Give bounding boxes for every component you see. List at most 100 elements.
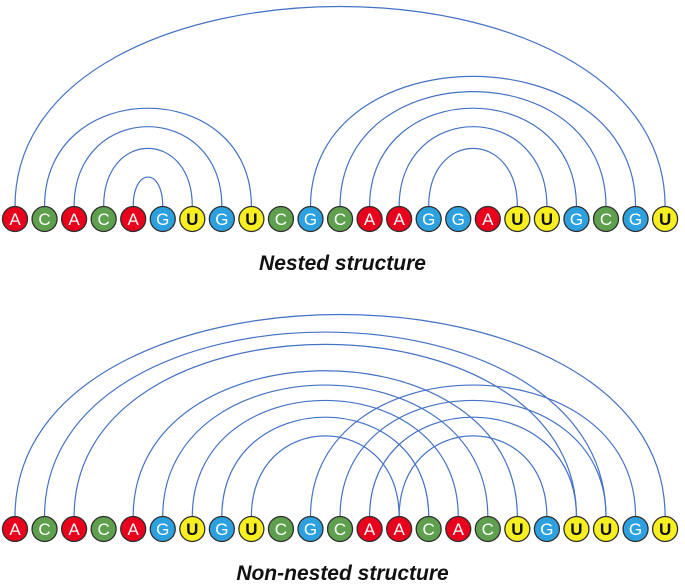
nucleotide-18-circle: [504, 515, 531, 543]
nucleotide-13-letter: A: [364, 210, 376, 229]
nucleotide-8-circle: [208, 515, 236, 543]
base-pair-arc-5-6: [132, 176, 164, 207]
base-pair-arc-4-7: [103, 147, 193, 207]
base-pair-arc-5-18: [132, 370, 518, 517]
nucleotide-17-circle: [474, 515, 501, 543]
nucleotide-3-circle: [60, 515, 88, 543]
nucleotide-11-circle: [297, 515, 324, 543]
nucleotide-22-circle: [622, 515, 649, 543]
nucleotide-22-letter: G: [629, 520, 642, 539]
base-pair-arc-12-21: [339, 399, 607, 517]
nucleotide-16-letter: G: [452, 210, 465, 229]
nucleotide-20-letter: G: [570, 210, 583, 229]
nucleotide-5-circle: [120, 515, 147, 543]
base-pair-arc-2-21: [43, 331, 607, 517]
nucleotide-18-circle: [504, 205, 531, 233]
nucleotide-3-circle: [60, 205, 88, 233]
non-nested-structure-caption: Non-nested structure: [236, 562, 449, 585]
nucleotide-15-circle: [415, 515, 442, 543]
nucleotide-23-letter: U: [659, 520, 671, 539]
nucleotide-18-letter: U: [511, 210, 523, 229]
nucleotide-21-circle: [592, 515, 620, 543]
base-pair-arc-11-22: [309, 75, 637, 207]
nucleotide-13-circle: [356, 205, 383, 233]
nucleotide-9-letter: U: [245, 210, 257, 229]
nucleotide-19-letter: G: [540, 520, 553, 539]
nucleotide-20-letter: U: [570, 520, 582, 539]
nucleotide-16-letter: A: [453, 520, 465, 539]
base-pair-arc-6-17: [162, 384, 489, 517]
base-pair-arc-13-20: [369, 416, 578, 517]
nucleotide-7-letter: U: [186, 520, 198, 539]
nucleotide-22-circle: [622, 205, 649, 233]
base-pair-arc-14-19: [398, 435, 548, 517]
nucleotide-5-circle: [120, 205, 147, 233]
nucleotide-15-letter: G: [422, 210, 435, 229]
nucleotide-12-circle: [326, 515, 354, 543]
nucleotide-13-circle: [356, 515, 383, 543]
nucleotide-20-circle: [563, 515, 590, 543]
nucleotide-9-circle: [238, 515, 265, 543]
nucleotide-4-letter: C: [98, 520, 110, 539]
nucleotide-6-letter: G: [156, 520, 169, 539]
nucleotide-22-letter: G: [629, 210, 642, 229]
nested-structure-caption: Nested structure: [259, 252, 426, 275]
nucleotide-15-letter: C: [423, 520, 435, 539]
nucleotide-5-letter: A: [128, 210, 140, 229]
base-pair-arc-1-23: [14, 6, 666, 207]
base-pair-arc-3-20: [73, 343, 578, 517]
nucleotide-11-letter: G: [304, 210, 317, 229]
nucleotide-2-letter: C: [38, 520, 50, 539]
nucleotide-17-letter: C: [482, 520, 494, 539]
nucleotide-21-letter: U: [600, 520, 612, 539]
nucleotide-7-letter: U: [186, 210, 198, 229]
nucleotide-19-circle: [533, 205, 561, 233]
base-pair-arc-2-9: [43, 107, 252, 207]
nucleotide-12-letter: C: [334, 210, 346, 229]
base-pair-arc-7-16: [191, 399, 459, 517]
nucleotide-15-circle: [415, 205, 442, 233]
nucleotide-12-circle: [326, 205, 354, 233]
nucleotide-21-letter: C: [600, 210, 612, 229]
nucleotide-14-circle: [385, 515, 413, 543]
nucleotide-8-letter: G: [215, 520, 228, 539]
nucleotide-20-circle: [563, 205, 590, 233]
nucleotide-1-letter: A: [9, 210, 21, 229]
nucleotide-3-letter: A: [68, 520, 80, 539]
nucleotide-1-circle: [1, 205, 29, 233]
base-pair-arc-11-22: [309, 384, 637, 517]
nucleotide-13-letter: A: [364, 520, 376, 539]
nucleotide-16-circle: [445, 205, 472, 233]
nucleotide-2-letter: C: [38, 210, 50, 229]
nucleotide-19-circle: [533, 515, 561, 543]
nucleotide-16-circle: [445, 515, 472, 543]
nucleotide-9-letter: U: [245, 520, 257, 539]
base-pair-arc-1-23: [14, 314, 666, 517]
nucleotide-11-circle: [297, 205, 324, 233]
nucleotide-6-letter: G: [156, 210, 169, 229]
base-pair-arc-12-21: [339, 90, 607, 207]
nucleotide-6-circle: [149, 205, 176, 233]
nucleotide-19-letter: U: [541, 210, 553, 229]
nucleotide-2-circle: [31, 515, 58, 543]
nucleotide-4-circle: [90, 515, 117, 543]
nucleotide-10-letter: C: [275, 520, 287, 539]
nucleotide-10-circle: [267, 205, 295, 233]
nucleotide-8-circle: [208, 205, 236, 233]
nucleotide-7-circle: [179, 515, 206, 543]
base-pair-arc-15-18: [428, 147, 518, 207]
nucleotide-1-circle: [1, 515, 29, 543]
nucleotide-10-circle: [267, 515, 295, 543]
nucleotide-23-circle: [651, 515, 679, 543]
base-pair-arc-13-20: [369, 107, 578, 207]
nucleotide-14-letter: A: [393, 520, 405, 539]
nucleotide-4-circle: [90, 205, 117, 233]
nucleotide-23-circle: [651, 205, 679, 233]
nucleotide-6-circle: [149, 515, 176, 543]
nucleotide-17-letter: A: [482, 210, 494, 229]
